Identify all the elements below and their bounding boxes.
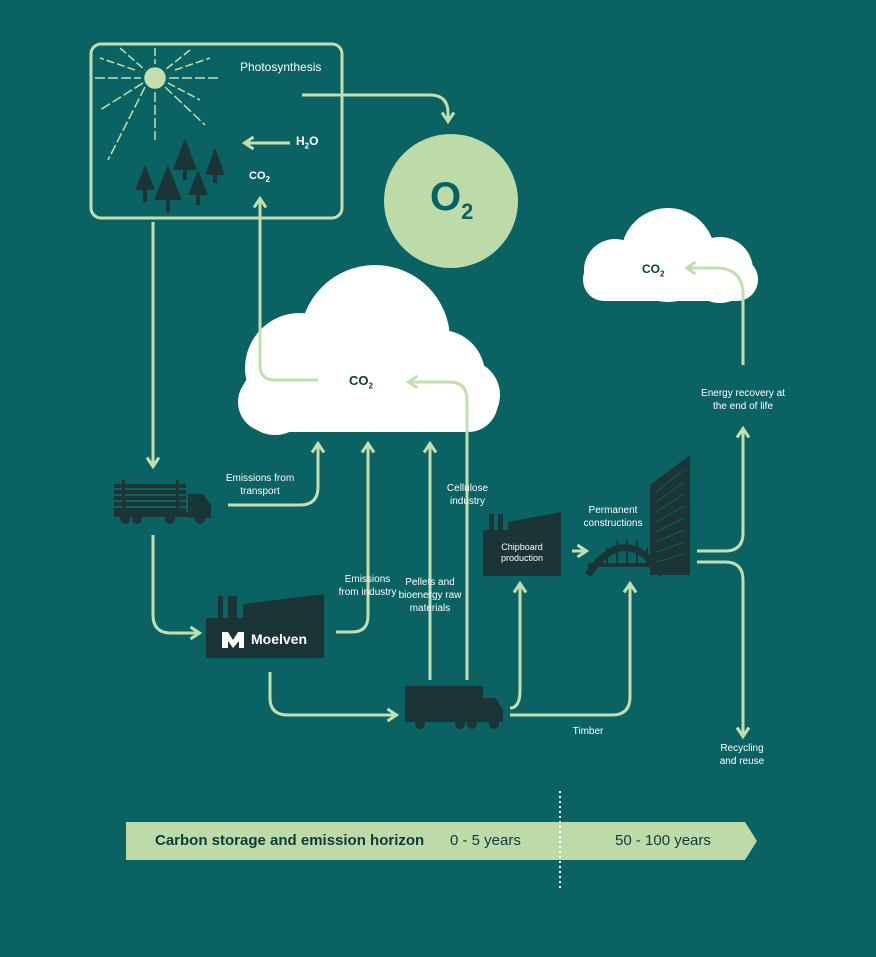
permanent-constructions-label: Permanent constructions — [583, 505, 643, 529]
transport-emissions-arrow — [228, 440, 326, 507]
cellulose-label: Cellulose industry — [446, 483, 489, 507]
factory-to-truck-arrow — [268, 672, 400, 723]
timeline-long: 50 - 100 years — [615, 832, 711, 849]
truck-icon — [405, 686, 503, 729]
chipboard-label: Chipboard production — [500, 542, 544, 563]
end-cloud-co2-label: CO2 — [642, 262, 665, 279]
building-icon — [650, 455, 690, 575]
truck-to-chipboard-arrow — [509, 580, 528, 710]
main-cloud — [238, 265, 500, 435]
chipboard-factory-icon — [483, 512, 561, 576]
tree-icon — [135, 138, 225, 212]
cloud-to-photosynthesis-arrow — [252, 195, 318, 382]
photosynthesis-label: Photosynthesis — [240, 60, 322, 74]
photosynthesis-box — [89, 42, 344, 220]
pellets-label: Pellets and bioenergy raw materials — [398, 577, 462, 614]
emissions-industry-label: Emissions from industry — [338, 574, 397, 598]
timeline-title: Carbon storage and emission horizon — [155, 832, 425, 849]
energy-recovery-label: Energy recovery at the end of life — [701, 388, 785, 412]
main-cloud-co2-label: CO2 — [349, 373, 373, 391]
h2o-label: H2O — [296, 134, 319, 151]
o2-label: O2 — [430, 175, 474, 224]
photosynthesis-co2-label: CO2 — [249, 170, 270, 185]
recycling-label: Recycling and reuse — [719, 743, 765, 767]
photosynthesis-o2-arrow — [302, 93, 456, 125]
moelven-logo-icon — [222, 632, 244, 648]
energy-recovery-arrow — [697, 425, 751, 553]
moelven-brand: Moelven — [251, 631, 308, 647]
o2-circle — [384, 134, 518, 268]
timber-arrow — [510, 580, 638, 717]
timeline-bar — [126, 822, 757, 860]
sun-icon — [95, 47, 220, 161]
emissions-transport-label: Emissions from transport — [225, 473, 295, 497]
end-of-life-cloud — [583, 208, 758, 303]
transport-to-factory-arrow — [151, 535, 203, 641]
cellulose-arrow — [405, 374, 469, 680]
timeline-short: 0 - 5 years — [450, 832, 521, 849]
recycling-arrow — [697, 560, 751, 740]
log-truck-icon — [114, 480, 211, 524]
timber-label: Timber — [572, 726, 604, 737]
industry-emissions-arrow — [336, 440, 376, 634]
recovery-to-cloud-arrow — [683, 260, 745, 365]
factory-icon — [206, 594, 324, 658]
